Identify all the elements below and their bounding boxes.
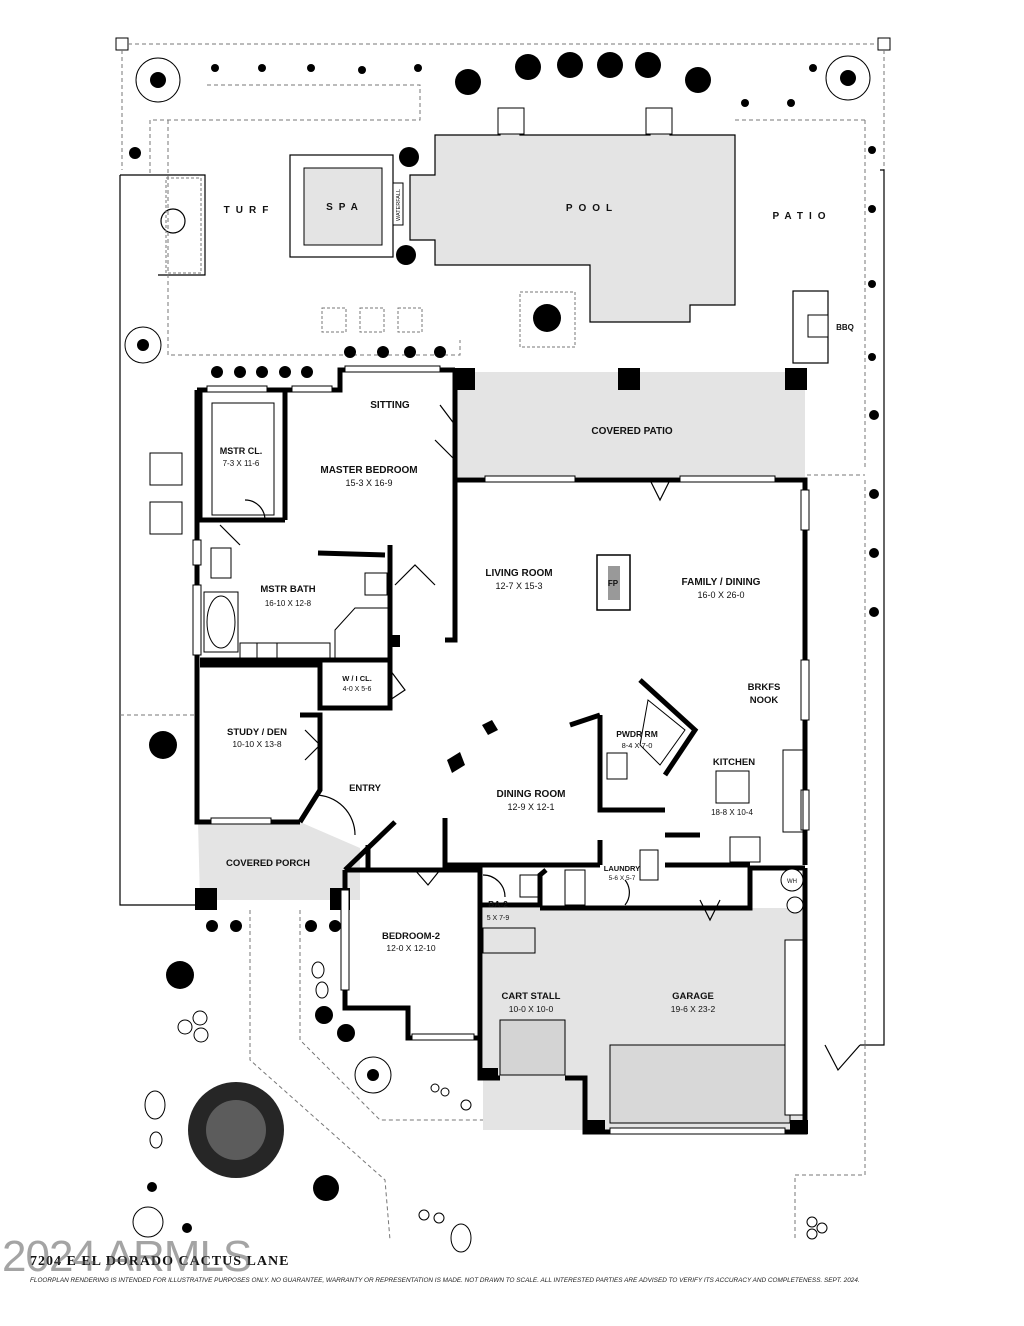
pool-label: POOL xyxy=(566,203,618,214)
property-boundary xyxy=(115,37,891,1241)
entry-label: ENTRY xyxy=(349,783,382,794)
dining-room-label: DINING ROOM xyxy=(497,789,566,800)
kitchen-dims: 18-8 X 10-4 xyxy=(711,808,753,817)
covered-areas xyxy=(198,372,805,1130)
study-den-label: STUDY / DEN xyxy=(227,727,287,738)
sitting-label: SITTING xyxy=(370,400,410,411)
turf-label: TURF xyxy=(224,205,275,216)
water-heater-label: WH xyxy=(787,879,797,885)
garage-dims: 19-6 X 23-2 xyxy=(671,1004,716,1014)
windows xyxy=(192,365,810,1135)
boulder-icon xyxy=(132,961,828,1253)
kitchen-label: KITCHEN xyxy=(713,757,755,768)
master-bedroom-label: MASTER BEDROOM xyxy=(320,465,417,476)
nook-label: NOOK xyxy=(750,695,779,706)
cart-stall-label: CART STALL xyxy=(502,991,561,1002)
master-bedroom-dims: 15-3 X 16-9 xyxy=(345,478,392,488)
patio-label: PATIO xyxy=(772,211,831,222)
landscaping xyxy=(124,52,879,1253)
laundry-dims: 5-6 X 5-7 xyxy=(609,875,636,882)
covered-porch-label: COVERED PORCH xyxy=(226,858,310,869)
living-room-label: LIVING ROOM xyxy=(485,568,552,579)
family-dining-dims: 16-0 X 26-0 xyxy=(697,590,744,600)
living-room-dims: 12-7 X 15-3 xyxy=(495,581,542,591)
palm-icon xyxy=(396,52,661,332)
study-den-dims: 10-10 X 13-8 xyxy=(232,739,281,749)
tree-icon xyxy=(188,1082,284,1178)
covered-patio-label: COVERED PATIO xyxy=(591,426,673,437)
mstr-bath-dims: 16-10 X 12-8 xyxy=(265,599,312,608)
family-dining-label: FAMILY / DINING xyxy=(682,577,761,588)
piers xyxy=(195,368,808,1134)
bedroom2-dims: 12-0 X 12-10 xyxy=(386,943,435,953)
bush-icon xyxy=(129,64,879,1233)
brkfs-label: BRKFS xyxy=(748,682,781,693)
address-title: 7204 E EL DORADO CACTUS LANE xyxy=(30,1254,290,1269)
dining-room-dims: 12-9 X 12-1 xyxy=(507,802,554,812)
wi-closet-label: W / I CL. xyxy=(342,674,372,683)
mstr-closet-label: MSTR CL. xyxy=(220,446,263,456)
ba2-dims: 5 X 7-9 xyxy=(487,915,510,922)
disclaimer: FLOORPLAN RENDERING IS INTENDED FOR ILLU… xyxy=(30,1277,860,1284)
shrub-icon xyxy=(124,55,871,1094)
pwdr-rm-dims: 8-4 X 7-0 xyxy=(622,741,653,750)
fixtures xyxy=(203,402,804,1116)
doors xyxy=(219,404,861,1072)
watermark: 2024 ARMLS xyxy=(2,1232,252,1281)
fireplace-label: FP xyxy=(608,579,619,588)
wi-closet-dims: 4-0 X 5-6 xyxy=(343,686,372,693)
mstr-closet-dims: 7-3 X 11-6 xyxy=(223,459,260,468)
pwdr-rm-label: PWDR RM xyxy=(616,729,658,739)
ba2-label: BA-2 xyxy=(488,899,508,909)
mstr-bath-label: MSTR BATH xyxy=(260,584,315,595)
room-labels: SITTING COVERED PATIO MSTR CL. 7-3 X 11-… xyxy=(220,400,797,1014)
backyard xyxy=(120,107,865,535)
garage-label: GARAGE xyxy=(672,991,714,1002)
bedroom2-label: BEDROOM-2 xyxy=(382,931,440,942)
bbq-label: BBQ xyxy=(836,323,854,332)
laundry-label: LAUNDRY xyxy=(604,864,640,873)
waterfall-label: WATERFALL xyxy=(396,189,402,221)
spa-label: SPA xyxy=(326,202,364,213)
cart-stall-dims: 10-0 X 10-0 xyxy=(509,1004,554,1014)
